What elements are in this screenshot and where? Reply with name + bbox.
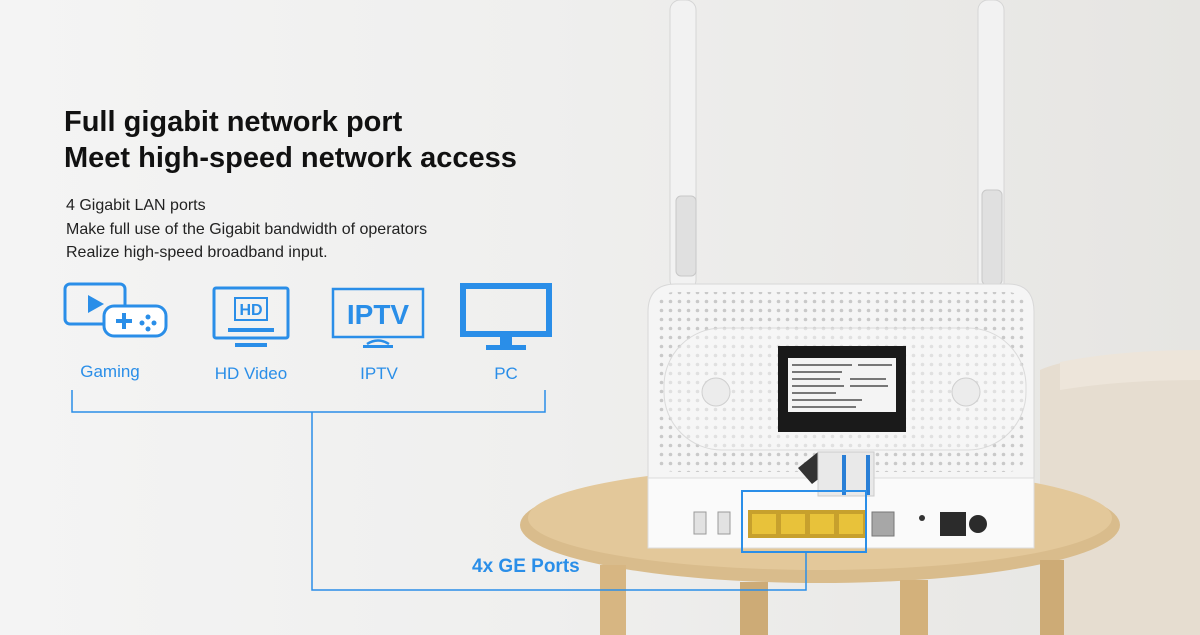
feature-pc: PC xyxy=(446,282,566,383)
description-line: Realize high-speed broadband input. xyxy=(66,244,328,261)
description-line: 4 Gigabit LAN ports xyxy=(66,197,206,214)
headline-line-1: Full gigabit network port xyxy=(64,106,403,138)
hd-icon-text: HD xyxy=(239,302,262,319)
feature-iptv: IPTV IPTV xyxy=(319,282,439,383)
feature-description: 4 Gigabit LAN ports Make full use of the… xyxy=(66,194,427,265)
feature-label: PC xyxy=(494,364,518,383)
iptv-icon: IPTV xyxy=(331,287,425,348)
hd-tv-icon: HD xyxy=(212,286,290,347)
headline: Full gigabit network port Meet high-spee… xyxy=(64,104,517,176)
feature-label: HD Video xyxy=(214,364,288,383)
feature-gaming: Gaming xyxy=(50,282,170,381)
gaming-icon xyxy=(63,282,168,338)
pc-monitor-icon xyxy=(460,283,552,350)
ports-label: 4x GE Ports xyxy=(472,556,580,577)
feature-label: Gaming xyxy=(80,362,140,381)
description-line: Make full use of the Gigabit bandwidth o… xyxy=(66,220,428,238)
feature-hd-video: HD HD Video xyxy=(191,282,311,383)
iptv-icon-text: IPTV xyxy=(347,299,410,330)
feature-label: IPTV xyxy=(360,364,398,383)
headline-line-2: Meet high-speed network access xyxy=(64,142,517,174)
